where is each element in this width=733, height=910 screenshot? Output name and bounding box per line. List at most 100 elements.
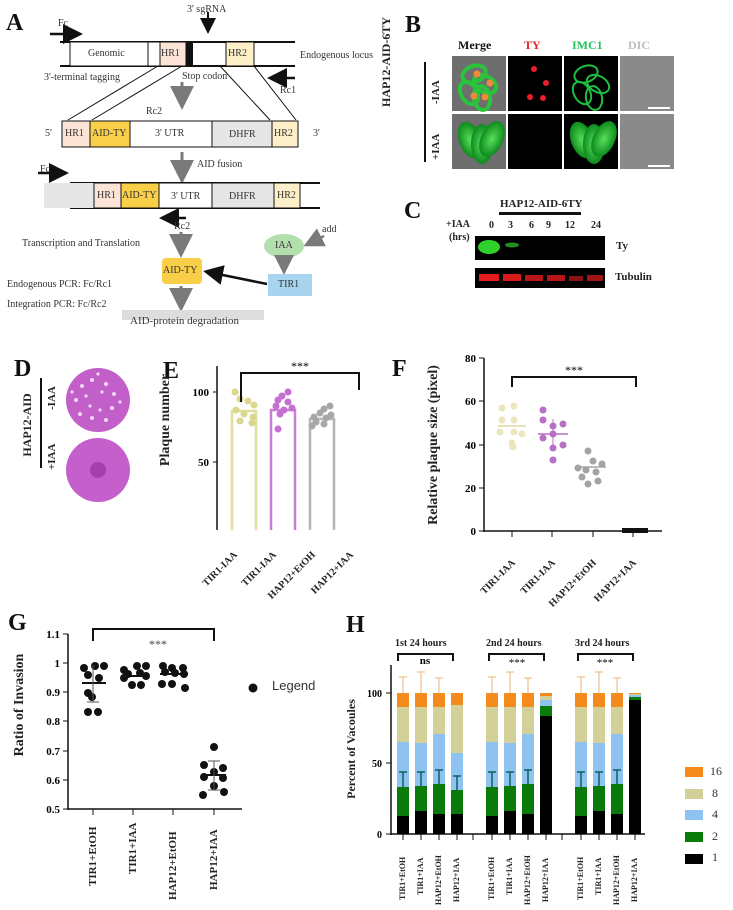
x-tick-label: HAP12+EtOH: [523, 855, 532, 905]
plate-label-plus-iaa: +IAA: [46, 443, 58, 470]
x-tick-label: TIR1+EtOH: [87, 826, 99, 886]
locus-dhfr-label: DHFR: [229, 191, 256, 202]
svg-text:1: 1: [55, 658, 61, 670]
svg-text:0.8: 0.8: [46, 716, 60, 728]
svg-text:0.6: 0.6: [46, 775, 60, 787]
svg-text:40: 40: [465, 440, 477, 452]
plaque-plates: [66, 368, 130, 502]
x-tick-label: TIR1+EtOH: [487, 856, 496, 900]
timepoint: 0: [489, 220, 494, 231]
terminal-tagging-label: 3'-terminal tagging: [44, 72, 120, 83]
aid-fusion-label: AID fusion: [197, 159, 243, 170]
legend-label-4: 4: [712, 807, 718, 821]
endogenous-pcr-label: Endogenous PCR: Fc/Rc1: [7, 279, 113, 290]
fc-primer-label-2: Fc: [40, 164, 50, 175]
three-prime-label: 3': [313, 128, 320, 139]
iaa-label: IAA: [275, 240, 293, 251]
band-label-tubulin: Tubulin: [615, 271, 652, 283]
col-label-merge: Merge: [458, 38, 492, 52]
svg-text:***: ***: [597, 657, 614, 669]
donor-utr-label: 3' UTR: [155, 128, 185, 139]
svg-text:0.9: 0.9: [46, 687, 60, 699]
svg-text:ns: ns: [420, 655, 431, 667]
blot-title: HAP12-AID-6TY: [500, 198, 583, 210]
x-tick-label: TIR1+EtOH: [576, 856, 585, 900]
x-tick-label: HAP12+IAA: [452, 857, 461, 902]
timepoint: 9: [546, 220, 551, 231]
x-tick-label: TIR1+IAA: [127, 822, 139, 875]
donor-hr2-label: HR2: [274, 128, 293, 139]
svg-text:50: 50: [198, 457, 210, 469]
chart-g: 0.5 0.6 0.7 0.8 0.9 1 1.1 ***: [46, 628, 258, 816]
blot-title-bar: [499, 212, 581, 215]
panel-label-c: C: [404, 198, 422, 224]
x-tick-label: HAP12+EtOH: [167, 831, 179, 900]
plate-divider: [40, 378, 42, 468]
svg-text:20: 20: [465, 483, 477, 495]
svg-text:0.5: 0.5: [46, 804, 60, 816]
col-label-ty: TY: [524, 38, 541, 52]
legend-marker: [248, 683, 258, 693]
svg-text:50: 50: [372, 759, 382, 770]
degradation-label: AID-protein degradation: [130, 315, 240, 327]
plate-label-minus-iaa: -IAA: [46, 386, 58, 410]
x-tick-label: HAP12+IAA: [630, 857, 639, 902]
legend-label-1: 1: [712, 850, 718, 864]
x-tick-label: HAP12+IAA: [208, 829, 220, 890]
donor-dhfr-label: DHFR: [229, 129, 256, 140]
genomic-label: Genomic: [88, 48, 125, 59]
legend-label-g: Legend: [272, 678, 316, 693]
donor-aid-ty-label: AID-TY: [92, 128, 127, 139]
svg-text:80: 80: [465, 353, 477, 365]
panel-a-schematic: [38, 12, 326, 320]
x-tick-label: HAP12+EtOH: [434, 855, 443, 905]
svg-text:***: ***: [149, 637, 167, 651]
locus-utr-label: 3' UTR: [171, 191, 201, 202]
row-label-minus-iaa: -IAA: [430, 80, 442, 104]
legend-label-2: 2: [712, 829, 718, 843]
sgrna-label: 3' sgRNA: [187, 4, 227, 15]
panel-label-b: B: [405, 12, 422, 38]
endogenous-locus-label: Endogenous locus: [300, 50, 374, 61]
x-tick-label: TIR1+IAA: [505, 857, 514, 895]
panel-label-f: F: [392, 356, 407, 382]
hr1-label: HR1: [161, 48, 180, 59]
svg-text:***: ***: [509, 657, 526, 669]
panel-label-d: D: [14, 356, 32, 382]
add-label: add: [322, 224, 337, 235]
panel-label-h: H: [346, 612, 365, 638]
row-divider: [424, 62, 426, 162]
timepoint: 24: [591, 220, 601, 231]
timepoint: 12: [565, 220, 575, 231]
transcription-label: Transcription and Translation: [22, 238, 140, 249]
legend-label-8: 8: [712, 786, 718, 800]
chart-h: ns *** *** 0 50 100: [367, 653, 703, 842]
timepoint: 3: [508, 220, 513, 231]
rc1-label: Rc1: [280, 85, 297, 96]
chart-e: 0 50 100 ***: [193, 359, 360, 530]
panel-d-row-title: HAP12-AID: [20, 393, 34, 457]
group-title-3: 3rd 24 hours: [575, 638, 630, 649]
locus-aid-ty-label: AID-TY: [122, 190, 157, 201]
svg-text:0: 0: [204, 528, 210, 530]
locus-hr1-label: HR1: [97, 190, 116, 201]
svg-text:***: ***: [291, 359, 309, 373]
group-title-2: 2nd 24 hours: [486, 638, 542, 649]
x-tick-label: TIR1+IAA: [416, 857, 425, 895]
rc2-label-bottom: Rc2: [174, 221, 191, 232]
band-label-ty: Ty: [616, 240, 629, 252]
svg-text:100: 100: [193, 387, 210, 399]
x-tick-label: HAP12+EtOH: [612, 855, 621, 905]
col-label-imc1: IMC1: [572, 38, 603, 52]
time-label: +IAA: [446, 219, 471, 230]
x-tick-label: TIR1+EtOH: [398, 856, 407, 900]
chart-f: 0 20 40 60 80 ***: [465, 353, 662, 538]
stop-codon-label: Stop codon: [182, 71, 228, 82]
svg-text:100: 100: [367, 689, 382, 700]
five-prime-label: 5': [45, 128, 52, 139]
microscopy-grid: [452, 56, 674, 169]
svg-text:60: 60: [465, 396, 477, 408]
legend-label-16: 16: [710, 764, 722, 778]
svg-text:0: 0: [471, 526, 477, 538]
panel-label-e: E: [163, 358, 180, 384]
